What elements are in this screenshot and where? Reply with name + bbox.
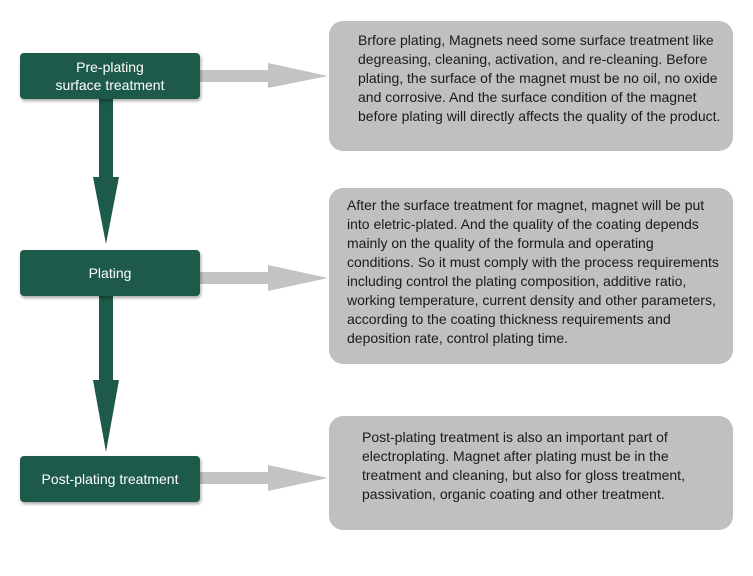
step-plating-label: Plating xyxy=(88,265,132,281)
step-pre-plating-line1: Pre-plating xyxy=(76,59,144,75)
arrow-right-2 xyxy=(200,265,328,291)
description-plating: After the surface treatment for magnet, … xyxy=(329,188,733,364)
step-post-plating-label: Post-plating treatment xyxy=(41,471,179,487)
step-plating: Plating xyxy=(20,250,200,296)
flow-arrow-down-1 xyxy=(93,99,119,244)
step-pre-plating-line2: surface treatment xyxy=(55,77,165,93)
flow-arrow-down-2 xyxy=(93,296,119,452)
arrow-right-3 xyxy=(200,465,328,491)
step-post-plating: Post-plating treatment xyxy=(20,456,200,502)
description-post-plating: Post-plating treatment is also an import… xyxy=(329,416,733,530)
description-pre-plating: Brfore plating, Magnets need some surfac… xyxy=(329,21,733,151)
description-post-plating-text: Post-plating treatment is also an import… xyxy=(362,429,685,502)
description-pre-plating-text: Brfore plating, Magnets need some surfac… xyxy=(358,32,721,124)
step-pre-plating: Pre-plating surface treatment xyxy=(20,53,200,99)
description-plating-text: After the surface treatment for magnet, … xyxy=(347,197,719,346)
arrow-right-1 xyxy=(200,63,328,88)
